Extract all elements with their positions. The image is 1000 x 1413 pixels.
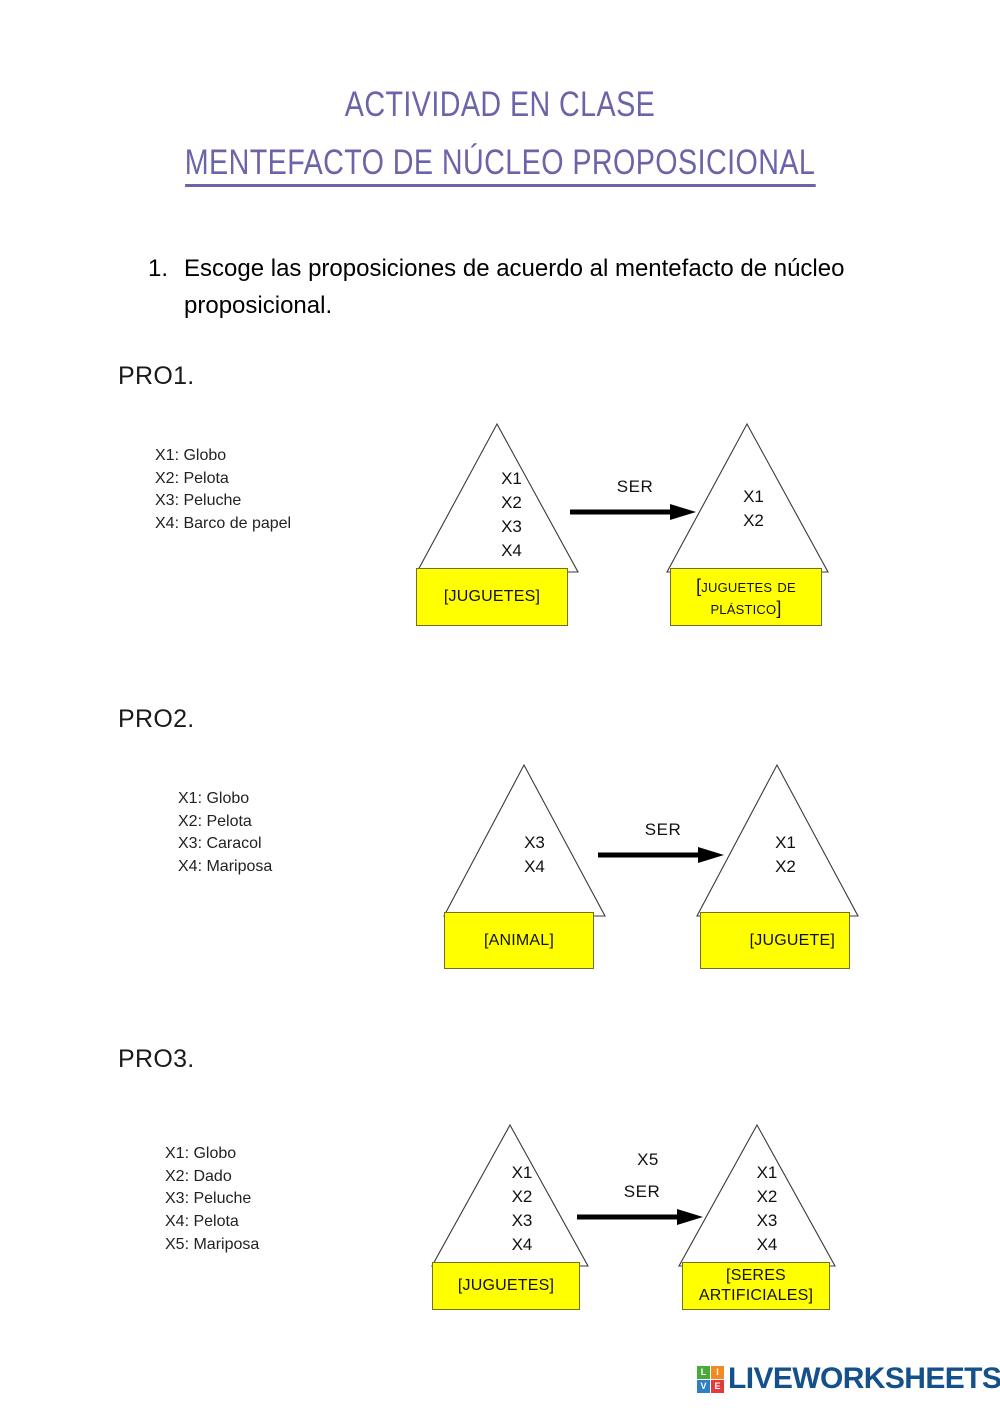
- arrow-line-icon: [598, 846, 728, 864]
- triangle-item: X2: [756, 1187, 778, 1207]
- concept-box-pro2-left[interactable]: [ANIMAL]: [444, 912, 594, 969]
- title-line-2: MENTEFACTO DE NÚCLEO PROPOSICIONAL: [90, 140, 910, 188]
- exercise-label-pro1: PRO1.: [118, 362, 195, 390]
- page-title: ACTIVIDAD EN CLASE MENTEFACTO DE NÚCLEO …: [0, 82, 1000, 188]
- legend-item: X1: Globo: [155, 447, 227, 464]
- legend-item: X2: Pelota: [178, 812, 252, 830]
- arrow-label-pro1: SER: [616, 477, 654, 496]
- relation-arrow-pro1: SER: [570, 477, 700, 527]
- instruction-text: Escoge las proposiciones de acuerdo al m…: [184, 255, 845, 320]
- legend-item: X3: Peluche: [165, 1190, 252, 1208]
- triangle-item: X1: [511, 1163, 533, 1182]
- relation-arrow-pro2: SER: [598, 820, 728, 870]
- arrow-label-pro2: SER: [644, 820, 682, 839]
- liveworksheets-logo[interactable]: L I V E LIVEWORKSHEETS: [697, 1364, 1000, 1394]
- legend-item: X4: Pelota: [165, 1213, 239, 1231]
- arrow-line-icon: [577, 1208, 707, 1226]
- concept-box-pro3-right[interactable]: [SERES ARTIFICIALES]: [682, 1262, 830, 1310]
- triangle-item: X2: [501, 493, 522, 513]
- triangle-item: X2: [775, 857, 796, 877]
- triangle-item: X4: [756, 1235, 778, 1255]
- relation-arrow-pro3: X5 SER: [577, 1150, 707, 1230]
- triangle-items-pro2-right: X1 X2: [695, 831, 868, 879]
- triangle-item: X4: [511, 1235, 533, 1255]
- arrow-label-pro3: SER: [623, 1182, 661, 1201]
- mentefacto-diagram-pro1: X1 X2 X3 X4 [JUGUETES] SER X1 X2 [JUGUET…: [400, 415, 860, 635]
- triangle-item: X4: [524, 857, 545, 877]
- logo-tile-e: E: [711, 1379, 724, 1393]
- triangle-item: X2: [743, 511, 764, 531]
- legend-item: X4: Mariposa: [178, 858, 273, 876]
- triangle-item: X1: [501, 469, 522, 488]
- triangle-item: X3: [756, 1211, 778, 1231]
- exercise-label-pro3: PRO3.: [118, 1045, 195, 1073]
- legend-pro2: X1: Globo X2: Pelota X3: Caracol X4: Mar…: [178, 788, 272, 879]
- triangle-items-pro1-right: X1 X2: [665, 485, 836, 533]
- triangle-item: X1: [775, 833, 796, 852]
- mentefacto-left-node-pro2: X3 X4 [ANIMAL]: [442, 763, 607, 975]
- title-line-1: ACTIVIDAD EN CLASE: [344, 85, 656, 124]
- concept-box-pro1-right[interactable]: [JUGUETES DE PLÁSTICO]: [670, 568, 822, 626]
- title-line-2-underlined: MENTEFACTO DE NÚCLEO PROPOSICIONAL: [184, 143, 816, 188]
- mentefacto-diagram-pro2: X3 X4 [ANIMAL] SER X1 X2 [JUGUETE]: [430, 758, 890, 978]
- legend-item: X4: Barco de papel: [155, 515, 292, 533]
- exercise-label-pro2: PRO2.: [118, 705, 195, 733]
- instruction-item: 1. Escoge las proposiciones de acuerdo a…: [148, 250, 878, 324]
- legend-item: X1: Globo: [178, 790, 250, 807]
- arrow-top-label-pro3: X5: [637, 1150, 659, 1169]
- mentefacto-right-node-pro2: X1 X2 [JUGUETE]: [695, 763, 860, 975]
- triangle-items-pro2-left: X3 X4: [442, 831, 617, 879]
- triangle-item: X1: [743, 487, 764, 506]
- legend-item: X1: Globo: [165, 1145, 237, 1162]
- triangle-item: X3: [524, 833, 545, 852]
- concept-box-pro1-left[interactable]: [JUGUETES]: [416, 568, 568, 626]
- mentefacto-diagram-pro3: X1 X2 X3 X4 [JUGUETES] X5 SER X1 X2 X3 X…: [415, 1118, 875, 1328]
- mentefacto-left-node-pro1: X1 X2 X3 X4 [JUGUETES]: [415, 422, 580, 634]
- triangle-item: X2: [511, 1187, 533, 1207]
- mentefacto-left-node-pro3: X1 X2 X3 X4 [JUGUETES]: [430, 1123, 590, 1328]
- logo-wordmark: LIVEWORKSHEETS: [728, 1362, 1000, 1395]
- concept-box-pro3-left[interactable]: [JUGUETES]: [432, 1262, 580, 1310]
- triangle-item: X3: [511, 1211, 533, 1231]
- legend-item: X2: Dado: [165, 1167, 232, 1185]
- logo-tile-i: I: [711, 1365, 724, 1379]
- concept-box-pro2-right[interactable]: [JUGUETE]: [700, 912, 850, 969]
- mentefacto-right-node-pro3: X1 X2 X3 X4 [SERES ARTIFICIALES]: [677, 1123, 837, 1328]
- legend-item: X3: Peluche: [155, 492, 242, 510]
- logo-tile-l: L: [697, 1365, 710, 1379]
- triangle-items-pro3-right: X1 X2 X3 X4: [677, 1161, 847, 1258]
- legend-item: X2: Pelota: [155, 469, 229, 487]
- arrow-line-icon: [570, 503, 700, 521]
- legend-pro3: X1: Globo X2: Dado X3: Peluche X4: Pelot…: [165, 1143, 259, 1257]
- logo-tile-v: V: [697, 1379, 710, 1393]
- triangle-items-pro1-left: X1 X2 X3 X4: [415, 467, 594, 564]
- legend-item: X5: Mariposa: [165, 1235, 260, 1253]
- mentefacto-right-node-pro1: X1 X2 [JUGUETES DE PLÁSTICO]: [665, 422, 830, 634]
- triangle-items-pro3-left: X1 X2 X3 X4: [430, 1161, 602, 1258]
- logo-tiles: L I V E: [697, 1365, 724, 1393]
- instruction-number: 1.: [148, 255, 169, 282]
- legend-item: X3: Caracol: [178, 835, 262, 853]
- triangle-item: X1: [756, 1163, 778, 1182]
- triangle-item: X3: [501, 517, 522, 537]
- triangle-item: X4: [501, 541, 522, 561]
- legend-pro1: X1: Globo X2: Pelota X3: Peluche X4: Bar…: [155, 445, 291, 536]
